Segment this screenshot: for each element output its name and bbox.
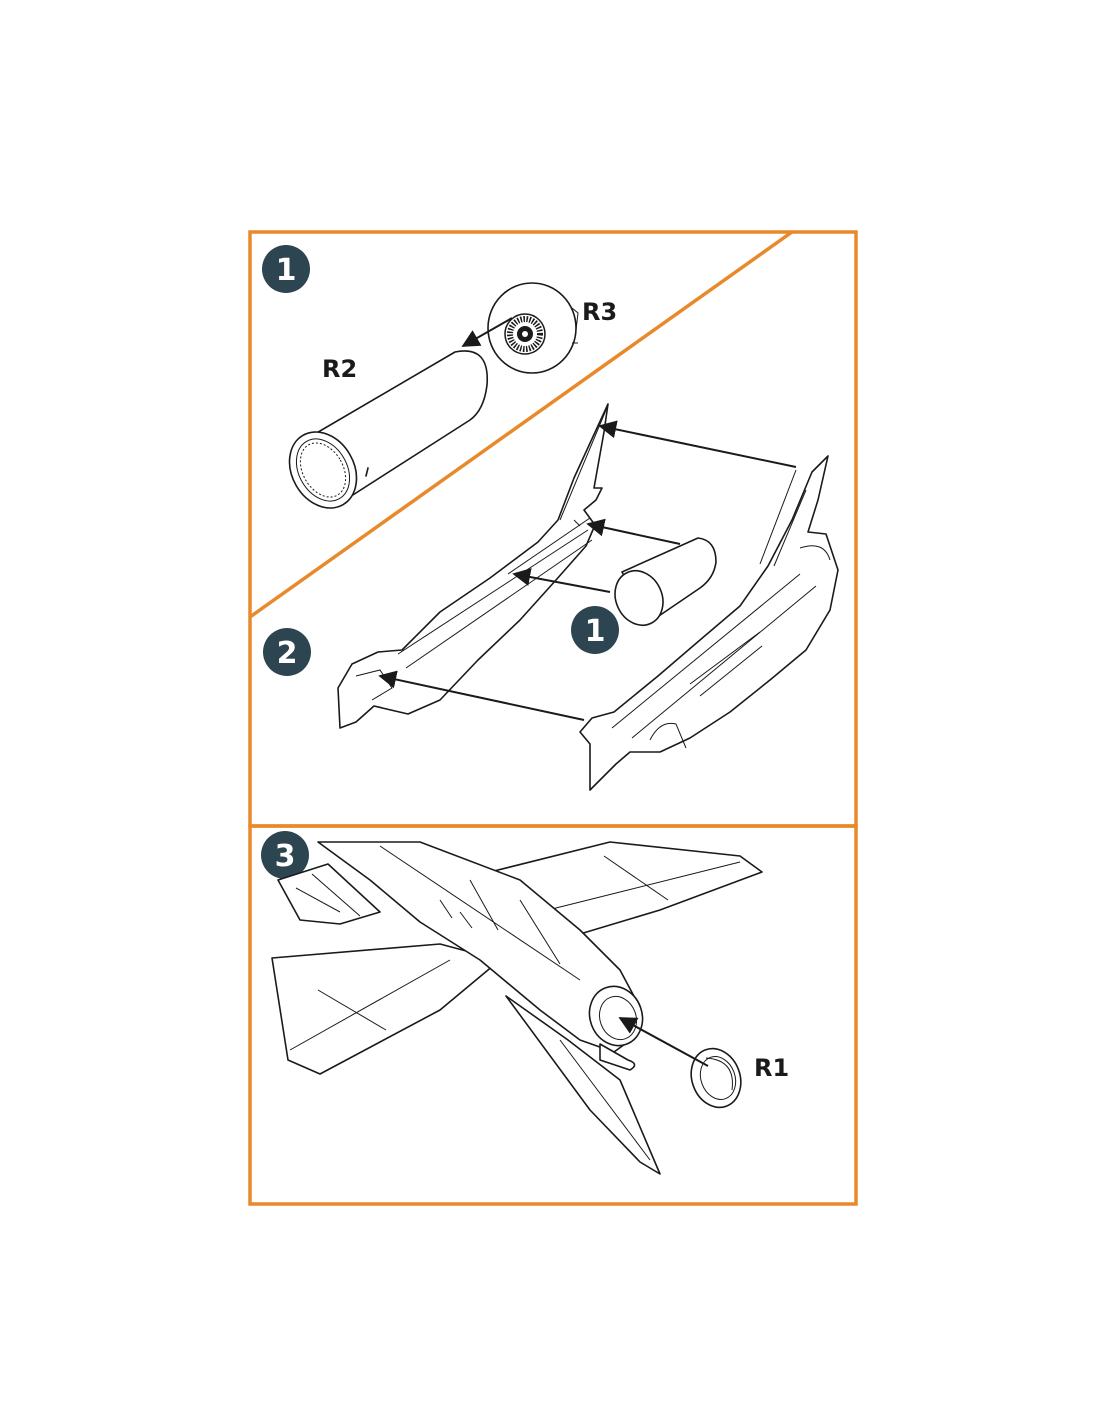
subassembly-cylinder [614,537,717,626]
fuselage-left-half [337,403,609,729]
aircraft-fuselage [271,841,763,1175]
step-2-subassembly-number: 1 [585,614,606,649]
step-1: 1 R2 R3 [262,245,617,509]
frame [248,230,858,1206]
step-2-number: 2 [277,636,298,671]
part-label-r2: R2 [322,355,357,383]
panel-bottom-frame [248,824,858,1206]
arrow-icon [598,420,797,468]
part-label-r1: R1 [754,1054,789,1082]
arrow-icon [461,317,513,347]
arrow-icon [618,1017,709,1067]
arrow-icon [378,670,585,721]
arrow-icon [512,568,611,593]
step-2: 2 1 [263,403,839,791]
part-r3-disc [487,282,579,374]
step-3-number: 3 [275,839,296,874]
fuselage-right-half [579,455,839,791]
step-1-badge: 1 [262,245,310,293]
step-3: 3 [261,831,789,1175]
part-r2-tube [288,350,488,509]
part-label-r3: R3 [582,298,617,326]
step-2-subassembly-badge: 1 [571,606,619,654]
step-1-number: 1 [276,253,297,288]
step-3-badge: 3 [261,831,309,879]
step-divider [248,230,794,619]
arrow-icon [586,518,681,545]
step-2-badge: 2 [263,628,311,676]
part-r1-ring [690,1047,742,1109]
